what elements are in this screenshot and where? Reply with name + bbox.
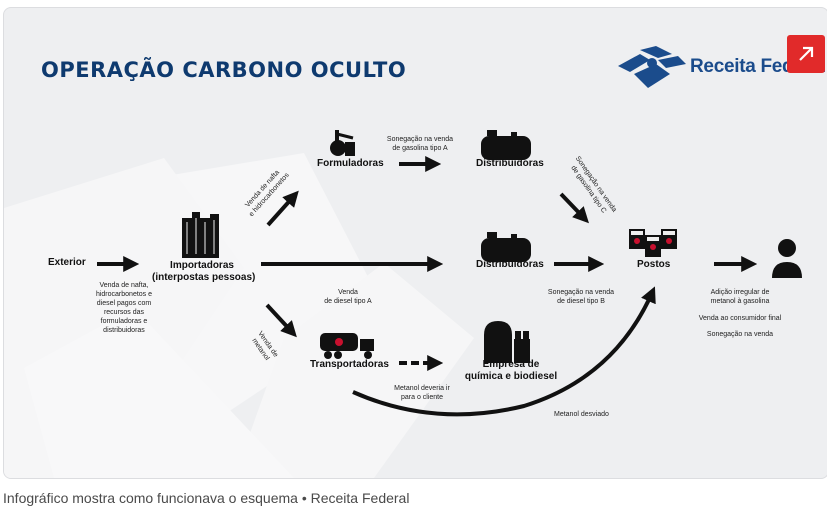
- node-formuladoras: Formuladoras: [317, 158, 384, 169]
- note-sonegacao-venda: Sonegação na venda: [706, 331, 774, 338]
- image-caption: Infográfico mostra como funcionava o esq…: [3, 490, 410, 506]
- note-transportadoras-empresa: Metanol deveria ir para o cliente: [387, 384, 457, 402]
- arrow-distribuidoras-top-postos: [559, 192, 589, 224]
- node-empresa-line1: Empresa de: [482, 359, 540, 370]
- node-importadoras-line1: Importadoras: [170, 260, 234, 271]
- note-line: de diesel tipo A: [324, 298, 372, 305]
- arrow-importadoras-transportadoras: [265, 303, 297, 338]
- note-line: Sonegação na venda: [547, 289, 615, 296]
- note-distribuidoras-postos: Sonegação na venda de diesel tipo B: [545, 288, 617, 306]
- expand-image-button[interactable]: [787, 35, 825, 73]
- note-line: metanol à gasolina: [710, 298, 770, 305]
- note-line: hidrocarbonetos e: [95, 291, 153, 298]
- node-exterior: Exterior: [48, 257, 86, 268]
- node-distribuidoras-top: Distribuidoras: [476, 158, 544, 169]
- note-line: de gasolina tipo A: [392, 145, 448, 152]
- arrow-metanol-desviado: [352, 286, 656, 417]
- note-line: Metanol deveria ir: [394, 385, 450, 392]
- note-postos-consumidor: Adição irregular de metanol à gasolina: [704, 288, 776, 306]
- note-formuladoras-distribuidoras: Sonegação na venda de gasolina tipo A: [384, 135, 456, 153]
- fuel-pumps-icon: [629, 229, 677, 257]
- note-line: Adição irregular de: [710, 289, 770, 296]
- infographic-title: OPERAÇÃO CARBONO OCULTO: [41, 58, 407, 82]
- consumer-person-icon: [772, 239, 802, 278]
- refinery-icon: [182, 212, 219, 258]
- note-line: distribuidoras: [103, 327, 145, 334]
- node-distribuidoras-mid: Distribuidoras: [476, 259, 544, 270]
- factory-icon: [484, 321, 530, 363]
- note-venda-consumidor: Venda ao consumidor final: [698, 315, 782, 322]
- node-importadoras-line2: (interpostas pessoas): [152, 272, 256, 283]
- note-metanol-desviado: Metanol desviado: [554, 411, 609, 418]
- note-importadoras-distribuidoras: Venda de diesel tipo A: [318, 288, 378, 306]
- note-line: Sonegação na venda: [386, 136, 454, 143]
- receita-federal-logo-icon: [618, 46, 686, 88]
- note-line: para o cliente: [400, 394, 444, 401]
- note-line: formuladoras e: [100, 318, 148, 325]
- note-line: de diesel tipo B: [557, 298, 605, 305]
- infographic-frame: OPERAÇÃO CARBONO OCULTO Receita Federal: [3, 7, 827, 479]
- note-line: diesel pagos com: [96, 300, 152, 307]
- note-exterior-importadoras: Venda de nafta, hidrocarbonetos e diesel…: [89, 281, 159, 335]
- note-line: Venda: [338, 289, 358, 296]
- node-empresa-line2: química e biodiesel: [464, 371, 558, 382]
- tanker-truck-icon: [320, 333, 374, 359]
- lab-flask-icon: [330, 130, 355, 156]
- node-empresa: Empresa de química e biodiesel: [456, 359, 566, 383]
- node-postos: Postos: [637, 259, 671, 270]
- storage-tank-icon: [481, 130, 531, 160]
- node-transportadoras: Transportadoras: [310, 359, 389, 370]
- node-importadoras: Importadoras (interpostas pessoas): [152, 260, 256, 284]
- note-line: recursos das: [103, 309, 145, 316]
- arrow-importadoras-formuladoras: [266, 190, 299, 227]
- arrow-up-right-icon: [799, 46, 814, 61]
- storage-tank-icon: [481, 232, 531, 262]
- flow-diagram: [97, 130, 802, 417]
- note-line: Venda de nafta,: [99, 282, 149, 289]
